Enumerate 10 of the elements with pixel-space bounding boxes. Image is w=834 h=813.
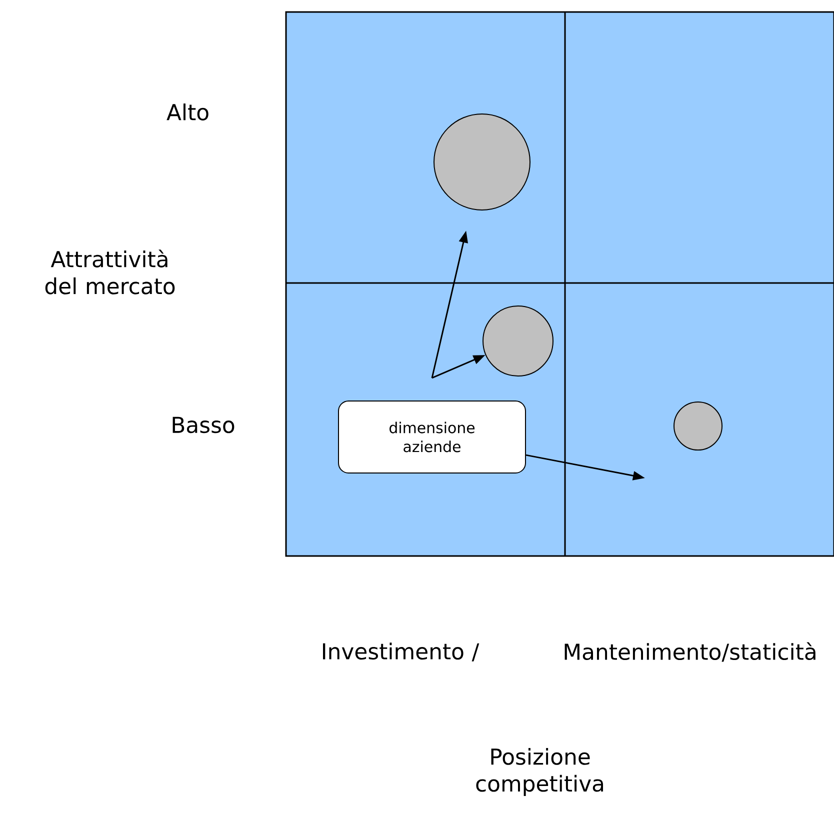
axis-label: Mantenimento/staticità [564,642,816,662]
bubble-circle [434,114,530,210]
axis-label: Posizione competitiva [476,748,604,796]
label-box: dimensione aziende [338,400,526,474]
bubble-circle [674,402,722,450]
axis-label: Alto [166,104,208,120]
axis-label: Investimento / [323,642,480,662]
axis-label: Attrattività del mercato [45,250,175,294]
axis-label: Basso [172,416,234,434]
bubble-circle [482,306,554,376]
